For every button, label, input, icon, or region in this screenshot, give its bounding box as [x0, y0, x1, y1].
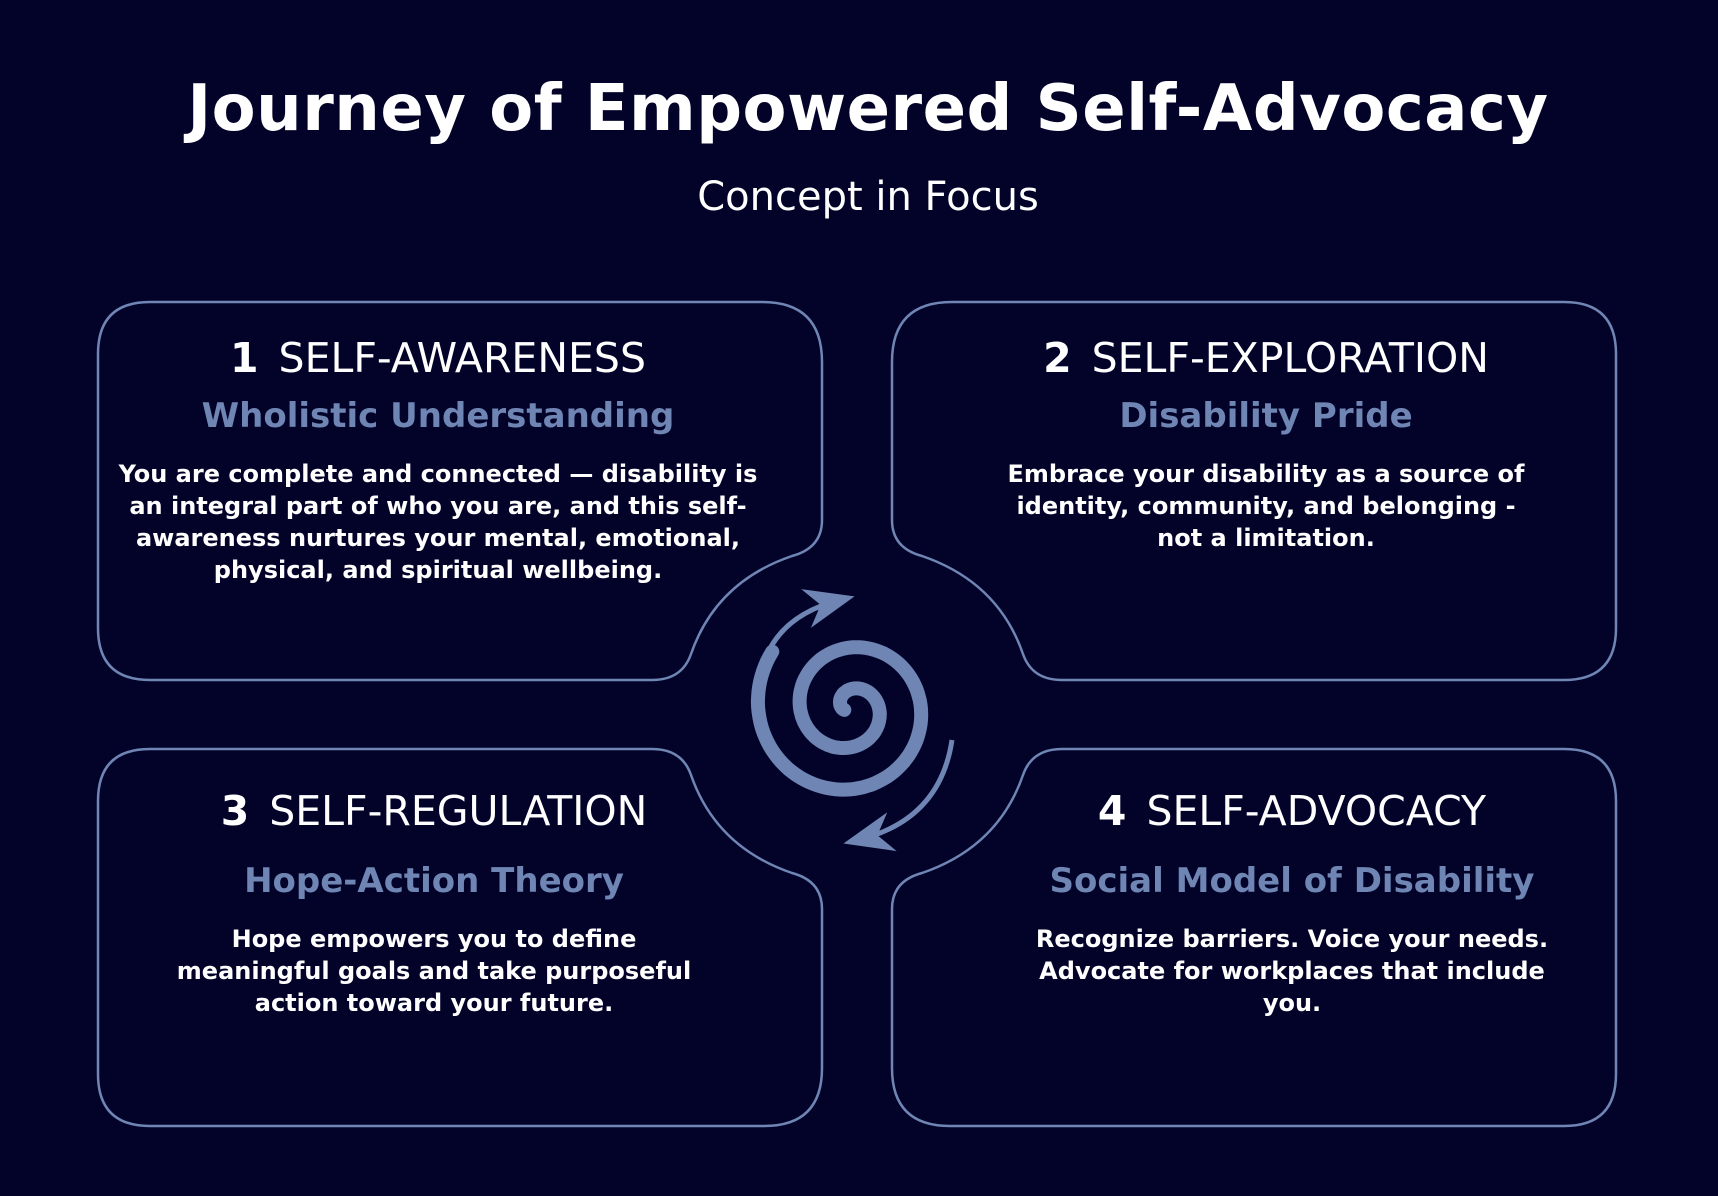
- page-subtitle: Concept in Focus: [697, 174, 1039, 220]
- card-2-subtitle: Disability Pride: [1119, 396, 1413, 436]
- card-1-number: 1: [230, 334, 259, 382]
- card-4: 4 SELF-ADVOCACY Social Model of Disabilit…: [942, 787, 1642, 1019]
- card-1-description: You are complete and connected — disabil…: [118, 460, 758, 584]
- card-3-outline: [96, 747, 824, 1128]
- card-4-outline: [890, 747, 1618, 1128]
- card-2-heading: 2 SELF-EXPLORATION: [916, 334, 1616, 382]
- card-1-subtitle: Wholistic Understanding: [201, 396, 675, 436]
- card-4-heading: 4 SELF-ADVOCACY: [942, 787, 1642, 835]
- card-2-outline: [890, 300, 1618, 682]
- card-4-subtitle: Social Model of Disability: [1049, 861, 1535, 901]
- card-1-outline: [96, 300, 824, 682]
- cycle-arrow-top-icon: [755, 589, 855, 699]
- cycle-arrow-bottom-icon: [843, 739, 955, 852]
- card-3-subtitle: Hope-Action Theory: [244, 861, 624, 901]
- card-3-title: SELF-REGULATION: [269, 787, 648, 835]
- spiral-icon: [750, 640, 929, 797]
- card-2-number: 2: [1043, 334, 1072, 382]
- card-2-description: Embrace your disability as a source of i…: [1007, 460, 1525, 552]
- card-1-title: SELF-AWARENESS: [278, 334, 646, 382]
- page-title: Journey of Empowered Self-Advocacy: [187, 72, 1549, 146]
- card-3-description: Hope empowers you to define meaningful g…: [176, 925, 692, 1017]
- card-4-number: 4: [1097, 787, 1127, 835]
- card-4-description: Recognize barriers. Voice your needs. Ad…: [1035, 925, 1549, 1017]
- card-1-heading: 1 SELF-AWARENESS: [88, 334, 788, 382]
- card-2-title: SELF-EXPLORATION: [1091, 334, 1489, 382]
- card-3-number: 3: [220, 787, 250, 835]
- card-3-heading: 3 SELF-REGULATION: [84, 787, 784, 835]
- card-4-title: SELF-ADVOCACY: [1146, 787, 1487, 835]
- card-3: 3 SELF-REGULATION Hope-Action Theory Hope…: [84, 787, 784, 1019]
- card-2: 2 SELF-EXPLORATION Disability Pride Embra…: [916, 334, 1616, 554]
- spiral-cycle-icon: [750, 589, 955, 852]
